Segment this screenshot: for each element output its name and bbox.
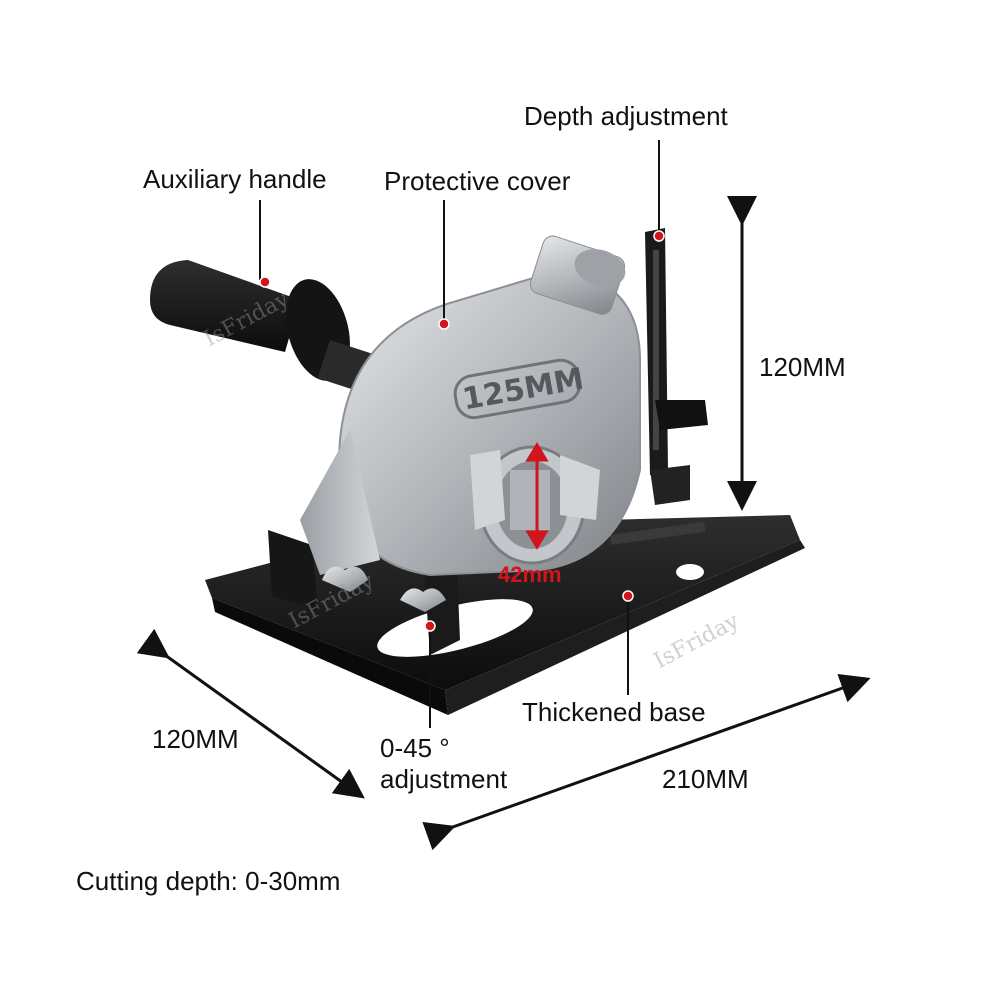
wing-bolts xyxy=(322,566,446,612)
opening-dimension-arrow xyxy=(525,442,549,550)
angle-adjustment-label-line1: 0-45 ° xyxy=(380,733,450,763)
protective-cover-label: Protective cover xyxy=(384,166,571,196)
annotation-lines xyxy=(136,140,871,851)
depth-adjustment-arm xyxy=(645,228,708,505)
opening-dimension-label: 42mm xyxy=(498,562,562,587)
auxiliary-handle-label: Auxiliary handle xyxy=(143,164,327,194)
protective-cover-shape xyxy=(300,235,641,577)
red-markers xyxy=(259,230,665,632)
depth-dimension-label: 120MM xyxy=(152,724,239,754)
thickened-base-label: Thickened base xyxy=(522,697,706,727)
angle-adjustment-label-line2: adjustment xyxy=(380,764,508,794)
length-dimension-label: 210MM xyxy=(662,764,749,794)
cutting-depth-label: Cutting depth: 0-30mm xyxy=(76,866,341,896)
height-dimension-label: 120MM xyxy=(759,352,846,382)
depth-adjustment-label: Depth adjustment xyxy=(524,101,728,131)
